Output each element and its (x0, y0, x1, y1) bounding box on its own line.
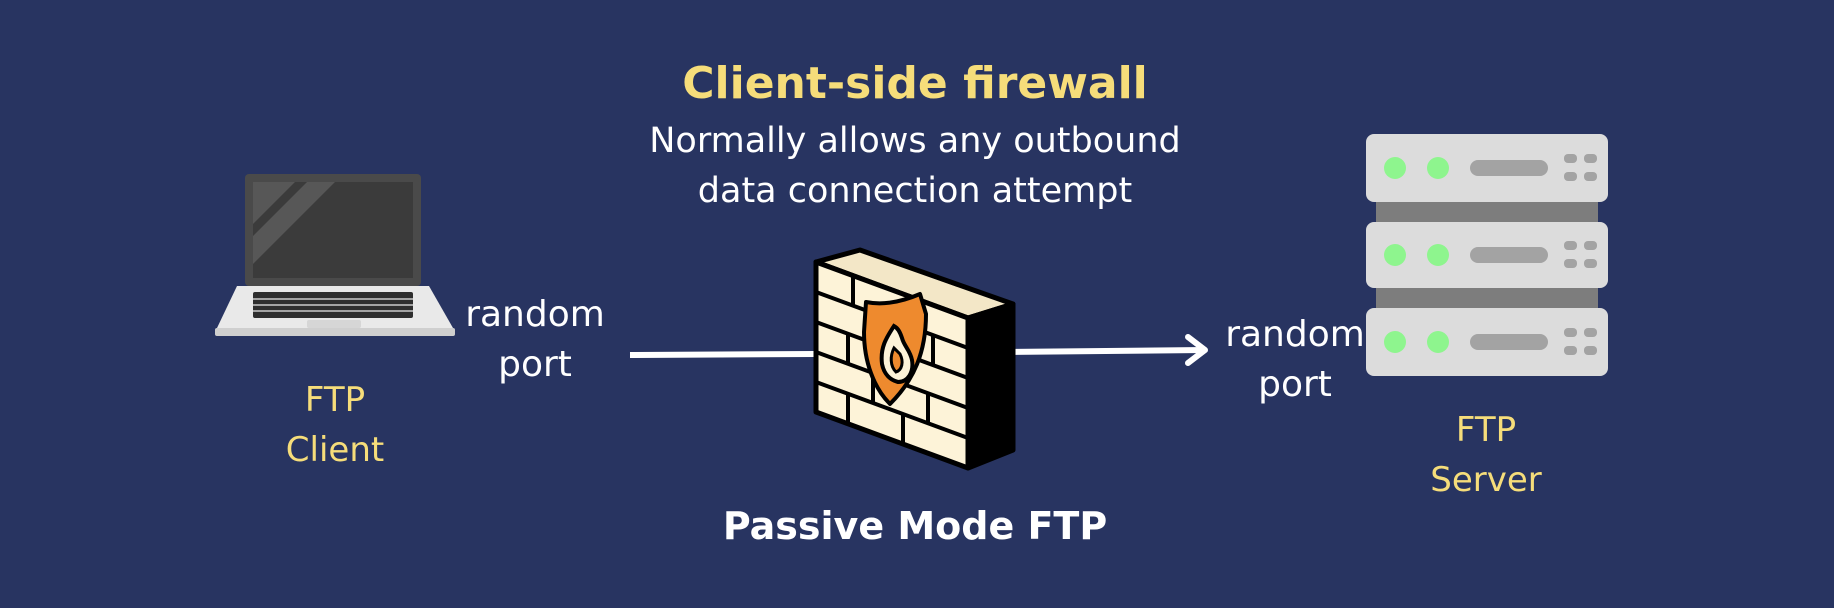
firewall-description: Normally allows any outbound data connec… (600, 116, 1230, 216)
server-unit (1366, 222, 1608, 288)
server-unit (1366, 308, 1608, 376)
server-unit (1366, 134, 1608, 202)
ftp-client-label: FTP Client (235, 375, 435, 475)
laptop-icon (215, 174, 455, 336)
shield-icon (862, 292, 928, 406)
ftp-client-label-line2: Client (285, 430, 385, 470)
client-port-label: random port (445, 290, 625, 390)
server-port-label-line1: random (1225, 314, 1365, 355)
ftp-client-label-line1: FTP (304, 380, 366, 420)
server-port-label: random port (1205, 310, 1385, 410)
firewall-title: Client-side firewall (682, 58, 1148, 109)
client-port-label-line2: port (498, 344, 572, 385)
ftp-server-label-line1: FTP (1455, 410, 1517, 450)
ftp-server-label-line2: Server (1430, 460, 1542, 500)
firewall-description-line1: Normally allows any outbound (649, 121, 1181, 161)
connection-arrow (629, 334, 1208, 366)
server-rack-icon (1366, 134, 1608, 376)
ftp-server-label: FTP Server (1386, 405, 1586, 505)
firewall-description-line2: data connection attempt (697, 171, 1133, 211)
firewall-icon (813, 247, 1016, 471)
diagram-caption: Passive Mode FTP (722, 504, 1108, 548)
client-port-label-line1: random (465, 294, 605, 335)
server-port-label-line2: port (1258, 364, 1332, 405)
